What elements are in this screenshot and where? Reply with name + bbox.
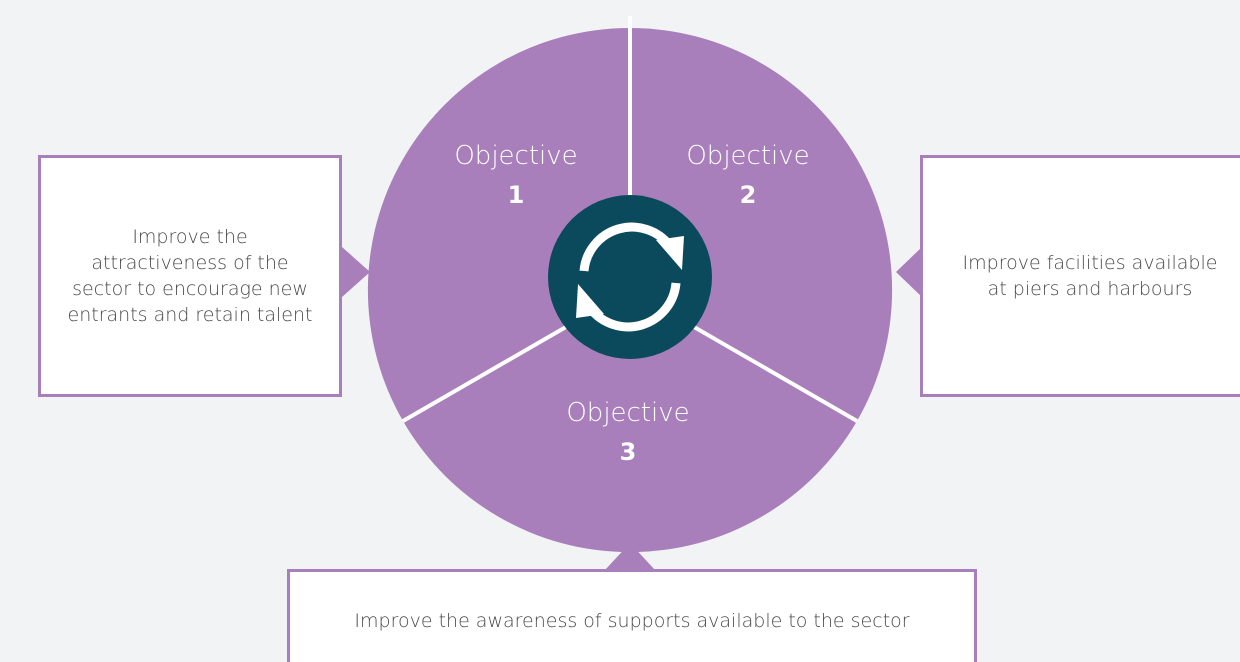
refresh-cycle-icon bbox=[576, 222, 684, 332]
pointer-objective-3 bbox=[605, 543, 655, 570]
center-hub bbox=[548, 195, 712, 359]
objective-1-line: entrants and retain talent bbox=[67, 304, 313, 326]
pointer-objective-2 bbox=[896, 247, 922, 297]
objective-1-description-box: Improve the attractiveness of the sector… bbox=[38, 155, 342, 397]
objective-3-description: Improve the awareness of supports availa… bbox=[354, 610, 910, 632]
objective-1-line: attractiveness of the bbox=[91, 252, 289, 274]
objective-3-description-box: Improve the awareness of supports availa… bbox=[287, 569, 977, 662]
objective-2-word: Objective bbox=[686, 141, 809, 171]
objective-2-number: 2 bbox=[740, 181, 757, 209]
objective-1-line: sector to encourage new bbox=[72, 278, 308, 300]
objective-3-number: 3 bbox=[620, 438, 637, 466]
objective-1-number: 1 bbox=[508, 181, 525, 209]
objective-2-line: at piers and harbours bbox=[987, 278, 1193, 300]
objective-2-line: Improve facilities available bbox=[962, 252, 1218, 274]
objective-2-description-box: Improve facilities available at piers an… bbox=[920, 155, 1240, 397]
objective-1-description: Improve the attractiveness of the sector… bbox=[55, 224, 325, 328]
objective-3-word: Objective bbox=[566, 398, 689, 428]
objective-1-word: Objective bbox=[454, 141, 577, 171]
pointer-objective-1 bbox=[342, 247, 370, 297]
objective-1-line: Improve the bbox=[132, 226, 248, 248]
objective-2-description: Improve facilities available at piers an… bbox=[945, 250, 1235, 302]
